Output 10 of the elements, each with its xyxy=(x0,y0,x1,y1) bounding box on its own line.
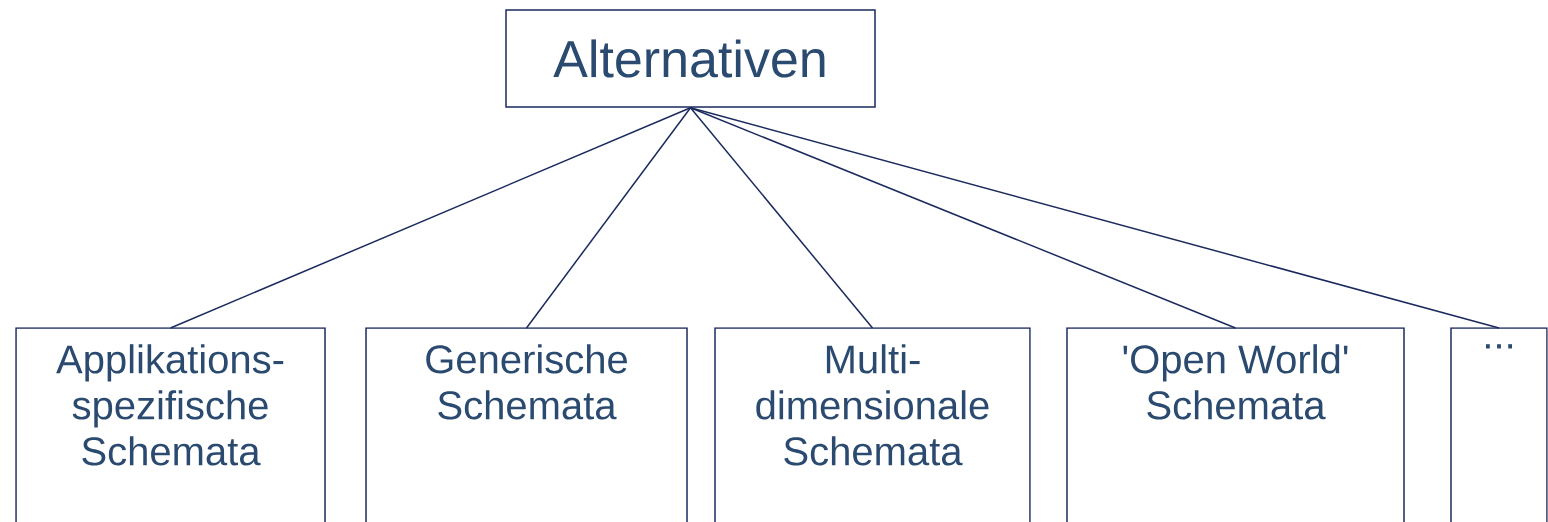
category-box: Applikations-spezifische Schemata xyxy=(15,327,326,522)
category-box: Generische Schemata xyxy=(365,327,688,522)
category-box: ... xyxy=(1450,327,1548,522)
connector-line xyxy=(169,107,692,329)
connector-line xyxy=(525,107,692,329)
category-box: 'Open World' Schemata xyxy=(1066,327,1405,522)
title-box: Alternativen xyxy=(505,9,876,108)
category-box: Multi-dimensionale Schemata xyxy=(714,327,1031,522)
connector-line xyxy=(689,107,874,329)
connector-line xyxy=(689,107,1500,329)
